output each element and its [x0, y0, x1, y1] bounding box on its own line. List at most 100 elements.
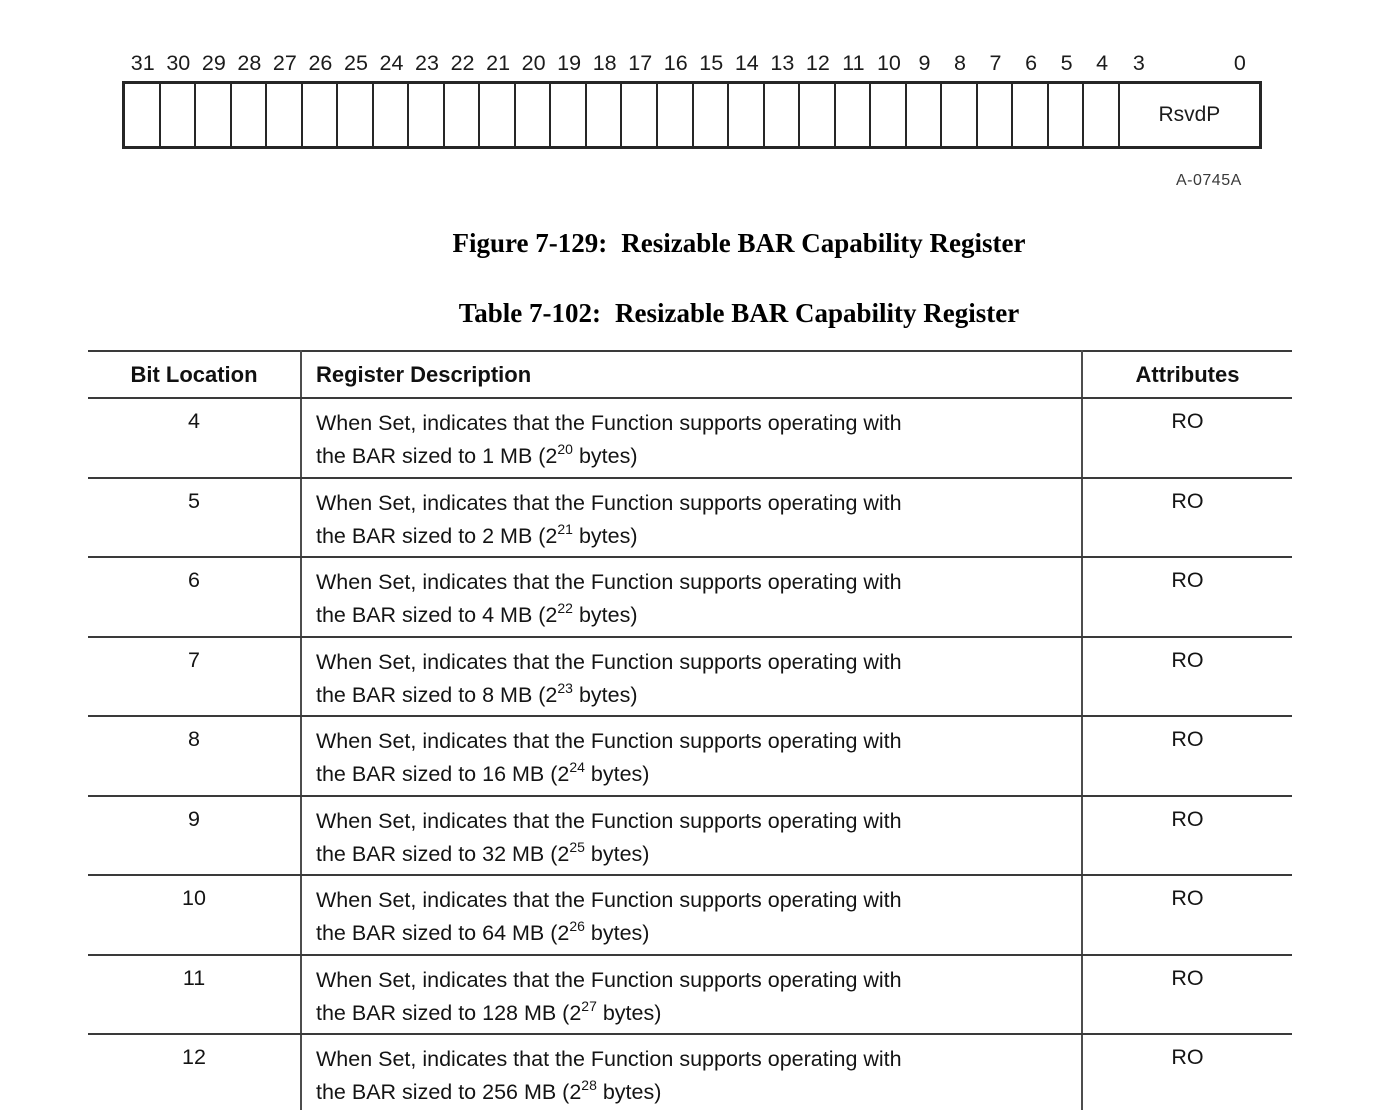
register-bit-cell [1013, 84, 1049, 146]
table-header-row: Bit Location Register Description Attrib… [88, 351, 1292, 399]
bit-number-label: 11 [842, 51, 865, 75]
register-bit-cell [907, 84, 943, 146]
bit-location-cell: 8 [88, 716, 301, 797]
bit-number-label: 8 [954, 51, 966, 75]
register-bit-cell [551, 84, 587, 146]
bit-location-cell: 9 [88, 795, 301, 876]
register-description-cell: When Set, indicates that the Function su… [300, 716, 1082, 797]
bit-number-label: 4 [1096, 51, 1109, 75]
description-line1: When Set, indicates that the Function su… [316, 967, 902, 992]
description-line1: When Set, indicates that the Function su… [316, 649, 902, 674]
size-exponent: 22 [557, 600, 573, 616]
register-bit-cell [1049, 84, 1085, 146]
description-line1: When Set, indicates that the Function su… [316, 808, 902, 833]
table-row: 11 When Set, indicates that the Function … [88, 954, 1292, 1035]
figure-artwork-id: A-0745A [1176, 172, 1242, 189]
header-register-description: Register Description [300, 351, 1082, 399]
bit-number-label: 31 [130, 51, 155, 75]
bit-number-label: 26 [308, 51, 333, 75]
register-description-cell: When Set, indicates that the Function su… [300, 636, 1082, 717]
register-bit-cell [374, 84, 410, 146]
description-line2: the BAR sized to 128 MB (227 bytes) [316, 997, 662, 1025]
description-line1: When Set, indicates that the Function su… [316, 411, 902, 435]
bit-number-label: 9 [918, 51, 931, 75]
bit-number-label: 30 [166, 51, 191, 75]
size-exponent: 28 [581, 1077, 597, 1093]
header-bit-location: Bit Location [88, 351, 301, 399]
register-bit-cell [1084, 84, 1120, 146]
register-bit-cell [125, 84, 161, 146]
bit-number-label: 16 [663, 51, 688, 75]
attributes-cell: RO [1081, 398, 1292, 479]
register-description-cell: When Set, indicates that the Function su… [300, 557, 1082, 638]
table-caption-title: Resizable BAR Capability Register [615, 298, 1020, 328]
register-description-cell: When Set, indicates that the Function su… [300, 398, 1082, 479]
bit-number-label: 5 [1060, 51, 1073, 75]
figure-caption-title: Resizable BAR Capability Register [621, 228, 1026, 258]
register-bit-cell [800, 84, 836, 146]
bit-number-label: 10 [876, 51, 901, 75]
bit-number-label: 23 [415, 51, 439, 75]
table-caption-label: Table 7-102: [458, 298, 602, 328]
description-line2: the BAR sized to 64 MB (226 bytes) [316, 918, 650, 945]
register-bit-cell [622, 84, 658, 146]
bit-number-label: 13 [770, 51, 795, 75]
description-line2: the BAR sized to 32 MB (225 bytes) [316, 838, 650, 866]
description-line1: When Set, indicates that the Function su… [316, 729, 902, 753]
register-box: RsvdP [122, 81, 1262, 149]
description-line1: When Set, indicates that the Function su… [316, 1047, 902, 1071]
rsvdp-msb-label: 3 [1132, 51, 1145, 75]
register-bit-cell [303, 84, 339, 146]
description-line1: When Set, indicates that the Function su… [316, 490, 902, 515]
table-row: 8 When Set, indicates that the Function s… [88, 716, 1292, 797]
register-description-cell: When Set, indicates that the Function su… [300, 954, 1082, 1035]
register-description-cell: When Set, indicates that the Function su… [300, 875, 1082, 956]
register-bit-cell [338, 84, 374, 146]
size-exponent: 23 [557, 679, 573, 696]
table-row: 5 When Set, indicates that the Function s… [88, 477, 1292, 558]
register-bit-cell [729, 84, 765, 146]
bit-location-cell: 4 [88, 398, 301, 479]
size-exponent: 27 [581, 997, 597, 1014]
description-line2: the BAR sized to 4 MB (222 bytes) [316, 600, 638, 627]
bit-number-label: 15 [699, 51, 724, 75]
register-bit-cell [694, 84, 730, 146]
register-bit-cell [196, 84, 232, 146]
register-bit-cell [480, 84, 516, 146]
description-line2: the BAR sized to 16 MB (224 bytes) [316, 759, 650, 786]
attributes-cell: RO [1081, 477, 1292, 558]
bit-number-label: 22 [450, 51, 475, 75]
register-bit-cell [765, 84, 801, 146]
bit-location-cell: 7 [88, 636, 301, 717]
table-row: 7 When Set, indicates that the Function s… [88, 636, 1292, 717]
bit-number-label: 29 [201, 51, 226, 75]
table-row: 9 When Set, indicates that the Function s… [88, 795, 1292, 876]
register-description-cell: When Set, indicates that the Function su… [300, 795, 1082, 876]
size-exponent: 21 [557, 520, 573, 537]
figure-caption: Figure 7-129:Resizable BAR Capability Re… [90, 228, 1388, 259]
table-row: 4 When Set, indicates that the Function s… [88, 398, 1292, 479]
bit-location-cell: 11 [88, 954, 301, 1035]
bit-location-cell: 5 [88, 477, 301, 558]
bit-number-label: 24 [379, 51, 404, 75]
size-exponent: 20 [557, 441, 573, 457]
register-bit-cell [161, 84, 197, 146]
bit-number-label: 19 [557, 51, 582, 75]
bit-number-label: 17 [628, 51, 653, 75]
register-description-table: Bit Location Register Description Attrib… [88, 350, 1292, 1110]
bit-number-label: 6 [1025, 51, 1038, 75]
register-bit-cell [409, 84, 445, 146]
rsvdp-lsb-label: 0 [1233, 51, 1246, 75]
bit-number-label: 7 [989, 51, 1002, 75]
register-bit-cell [942, 84, 978, 146]
attributes-cell: RO [1081, 875, 1292, 956]
register-description-cell: When Set, indicates that the Function su… [300, 477, 1082, 558]
description-line1: When Set, indicates that the Function su… [316, 888, 902, 912]
register-bit-cell [445, 84, 481, 146]
